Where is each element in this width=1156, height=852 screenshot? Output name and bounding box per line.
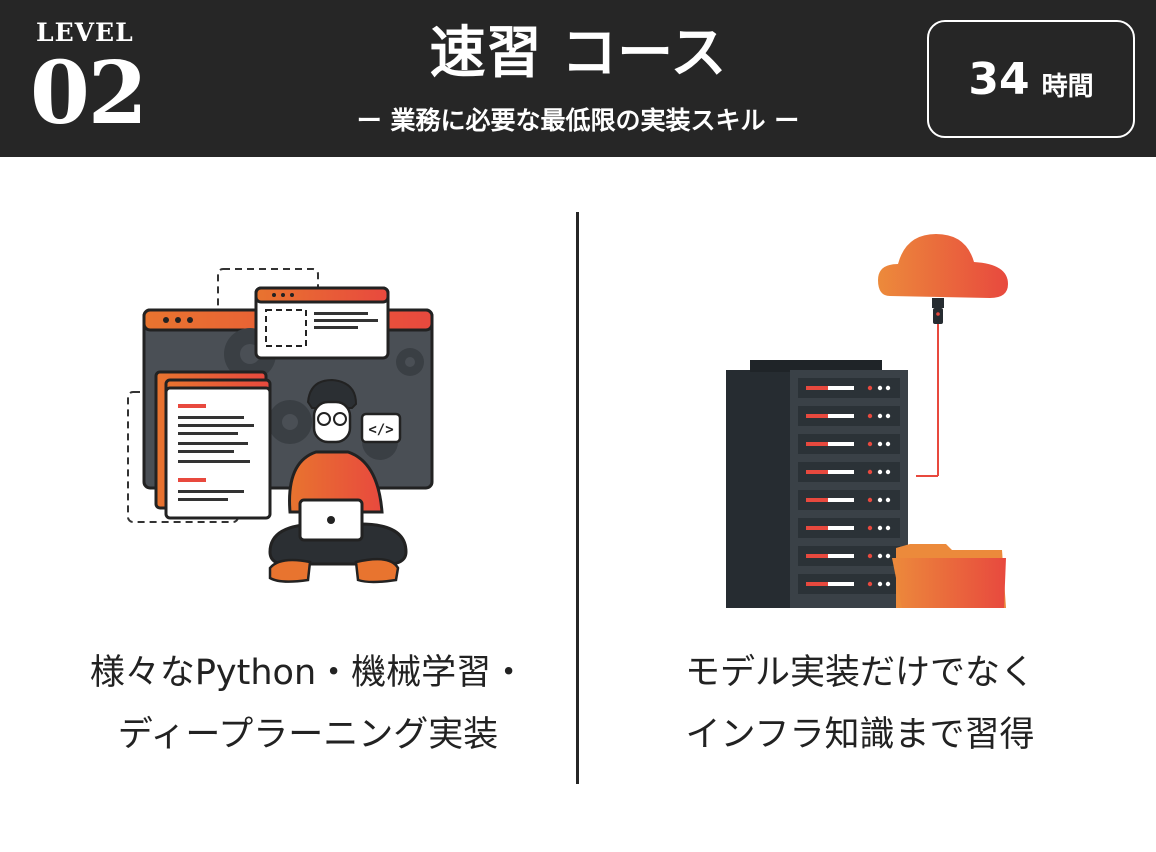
server-led xyxy=(867,441,873,447)
server-led xyxy=(885,385,891,391)
server-led xyxy=(885,469,891,475)
server-bay-slot xyxy=(806,470,854,474)
course-subtitle: ー 業務に必要な最低限の実装スキル ー xyxy=(356,106,800,135)
left-caption-line2: ディープラーニング実装 xyxy=(117,715,499,755)
server-led xyxy=(877,385,883,391)
server-led xyxy=(877,469,883,475)
server-led xyxy=(867,581,873,587)
server-led xyxy=(867,469,873,475)
server-led xyxy=(867,497,873,503)
server-bay-slot xyxy=(806,554,854,558)
server-led xyxy=(877,525,883,531)
header-banner: LEVEL 02 速習 コース ー 業務に必要な最低限の実装スキル ー 34 時… xyxy=(0,0,1156,157)
developer-illustration: </> xyxy=(127,268,434,584)
server-led xyxy=(867,525,873,531)
server-led xyxy=(885,525,891,531)
server-rack-icon xyxy=(726,360,908,608)
server-led xyxy=(885,553,891,559)
level-label: LEVEL xyxy=(36,18,134,47)
hours-value: 34 xyxy=(968,53,1030,105)
server-bay-indicator xyxy=(806,498,828,502)
server-led xyxy=(877,413,883,419)
server-led xyxy=(877,581,883,587)
code-window-icon xyxy=(254,286,390,360)
center-divider xyxy=(576,212,579,784)
server-bay-indicator xyxy=(806,442,828,446)
course-title: 速習 コース xyxy=(429,21,727,86)
server-bay-indicator xyxy=(806,470,828,474)
server-bay-indicator xyxy=(806,554,828,558)
level-number: 02 xyxy=(30,43,148,144)
server-bay-slot xyxy=(806,386,854,390)
server-bay-slot xyxy=(806,414,854,418)
left-caption: 様々なPython・機械学習・ ディープラーニング実装 xyxy=(60,642,556,766)
document-icon xyxy=(154,370,272,520)
plug-icon xyxy=(916,298,944,477)
server-led xyxy=(867,385,873,391)
server-led xyxy=(867,553,873,559)
server-cloud-illustration xyxy=(726,234,1008,608)
server-bay-indicator xyxy=(806,526,828,530)
server-bay-slot xyxy=(806,498,854,502)
cloud-icon xyxy=(878,234,1008,298)
server-bay-indicator xyxy=(806,582,828,586)
right-caption-line2: インフラ知識まで習得 xyxy=(685,715,1035,755)
person-figure xyxy=(268,378,408,584)
hours-unit: 時間 xyxy=(1041,71,1094,102)
server-led xyxy=(877,497,883,503)
server-bay-indicator xyxy=(806,414,828,418)
svg-text:</>: </> xyxy=(368,422,393,438)
code-tag-icon: </> xyxy=(360,412,402,444)
server-bay-slot xyxy=(806,582,854,586)
server-led xyxy=(877,553,883,559)
server-led xyxy=(885,413,891,419)
server-led xyxy=(885,497,891,503)
server-led xyxy=(867,413,873,419)
hours-badge: 34 時間 xyxy=(927,20,1135,138)
right-caption-line1: モデル実装だけでなく xyxy=(684,653,1035,693)
server-led xyxy=(885,581,891,587)
right-caption: モデル実装だけでなく インフラ知識まで習得 xyxy=(640,642,1080,766)
server-bay-slot xyxy=(806,442,854,446)
server-bay-slot xyxy=(806,526,854,530)
folder-icon xyxy=(892,544,1006,608)
left-caption-line1: 様々なPython・機械学習・ xyxy=(89,653,527,693)
server-led xyxy=(877,441,883,447)
server-bay-indicator xyxy=(806,386,828,390)
server-led xyxy=(885,441,891,447)
